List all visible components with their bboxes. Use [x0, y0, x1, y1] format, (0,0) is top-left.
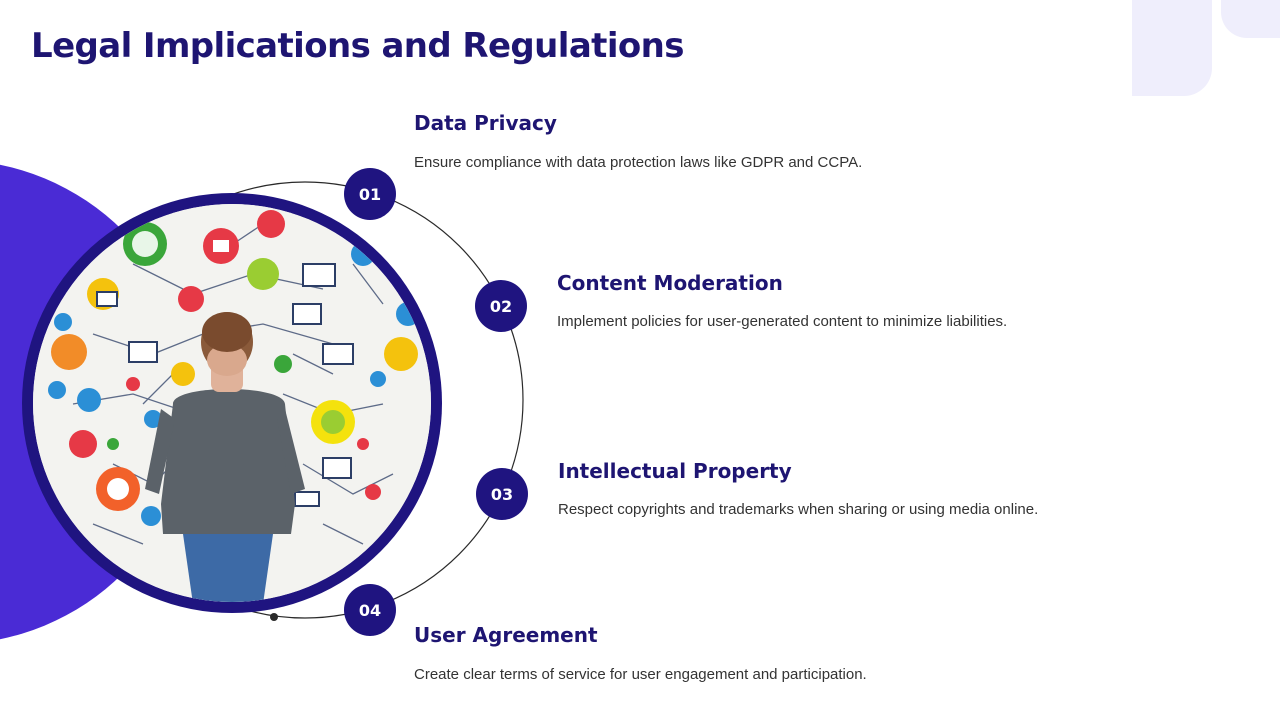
- corner-decoration-left: [1132, 0, 1212, 96]
- item-badge-02: 02: [475, 280, 527, 332]
- item-badge-03: 03: [476, 468, 528, 520]
- item-description-intellectual-property: Respect copyrights and trademarks when s…: [558, 501, 1039, 518]
- item-badge-04: 04: [344, 584, 396, 636]
- item-description-data-privacy: Ensure compliance with data protection l…: [414, 154, 863, 171]
- arc-end-dot: [270, 613, 278, 621]
- item-title-user-agreement: User Agreement: [414, 623, 598, 647]
- slide-title: Legal Implications and Regulations: [31, 26, 684, 66]
- corner-decoration-right: [1221, 0, 1280, 38]
- item-badge-01: 01: [344, 168, 396, 220]
- item-title-data-privacy: Data Privacy: [414, 111, 557, 135]
- item-title-content-moderation: Content Moderation: [557, 271, 783, 295]
- illustration-image: [33, 204, 431, 602]
- item-title-intellectual-property: Intellectual Property: [558, 459, 792, 483]
- illustration-svg: [33, 204, 431, 602]
- item-description-user-agreement: Create clear terms of service for user e…: [414, 666, 867, 683]
- illustration-frame: [22, 193, 442, 613]
- item-description-content-moderation: Implement policies for user-generated co…: [557, 313, 1008, 330]
